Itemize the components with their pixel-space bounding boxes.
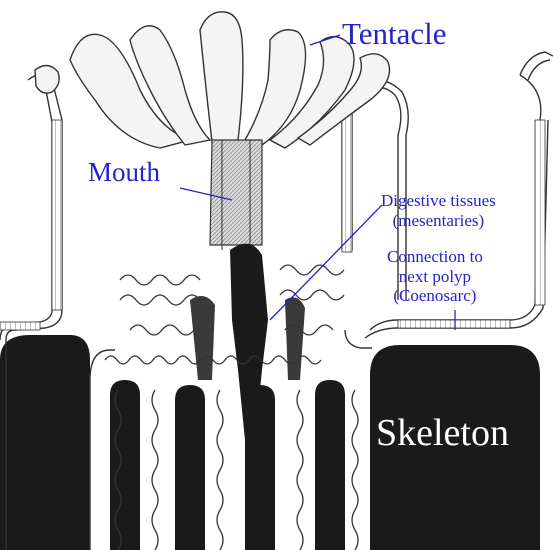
digestive-leader bbox=[270, 205, 382, 320]
connection-label-line3: (Coenosarc) bbox=[387, 286, 483, 306]
connection-label-line2: next polyp bbox=[387, 267, 483, 287]
tentacle-label: Tentacle bbox=[342, 18, 447, 49]
skeleton-left bbox=[0, 335, 90, 550]
tentacles bbox=[35, 12, 390, 148]
mouth-label: Mouth bbox=[88, 159, 160, 186]
pharynx bbox=[210, 140, 262, 250]
connection-label-line1: Connection to bbox=[387, 247, 483, 267]
connection-label: Connection to next polyp (Coenosarc) bbox=[387, 247, 483, 306]
gastric-cavity bbox=[190, 244, 305, 440]
digestive-label-line1: Digestive tissues bbox=[381, 191, 496, 211]
skeleton-label: Skeleton bbox=[376, 414, 509, 452]
digestive-label-line2: (mesentaries) bbox=[381, 211, 496, 231]
skeleton-inner-ridges bbox=[110, 380, 345, 550]
digestive-tissues-label: Digestive tissues (mesentaries) bbox=[381, 191, 496, 230]
